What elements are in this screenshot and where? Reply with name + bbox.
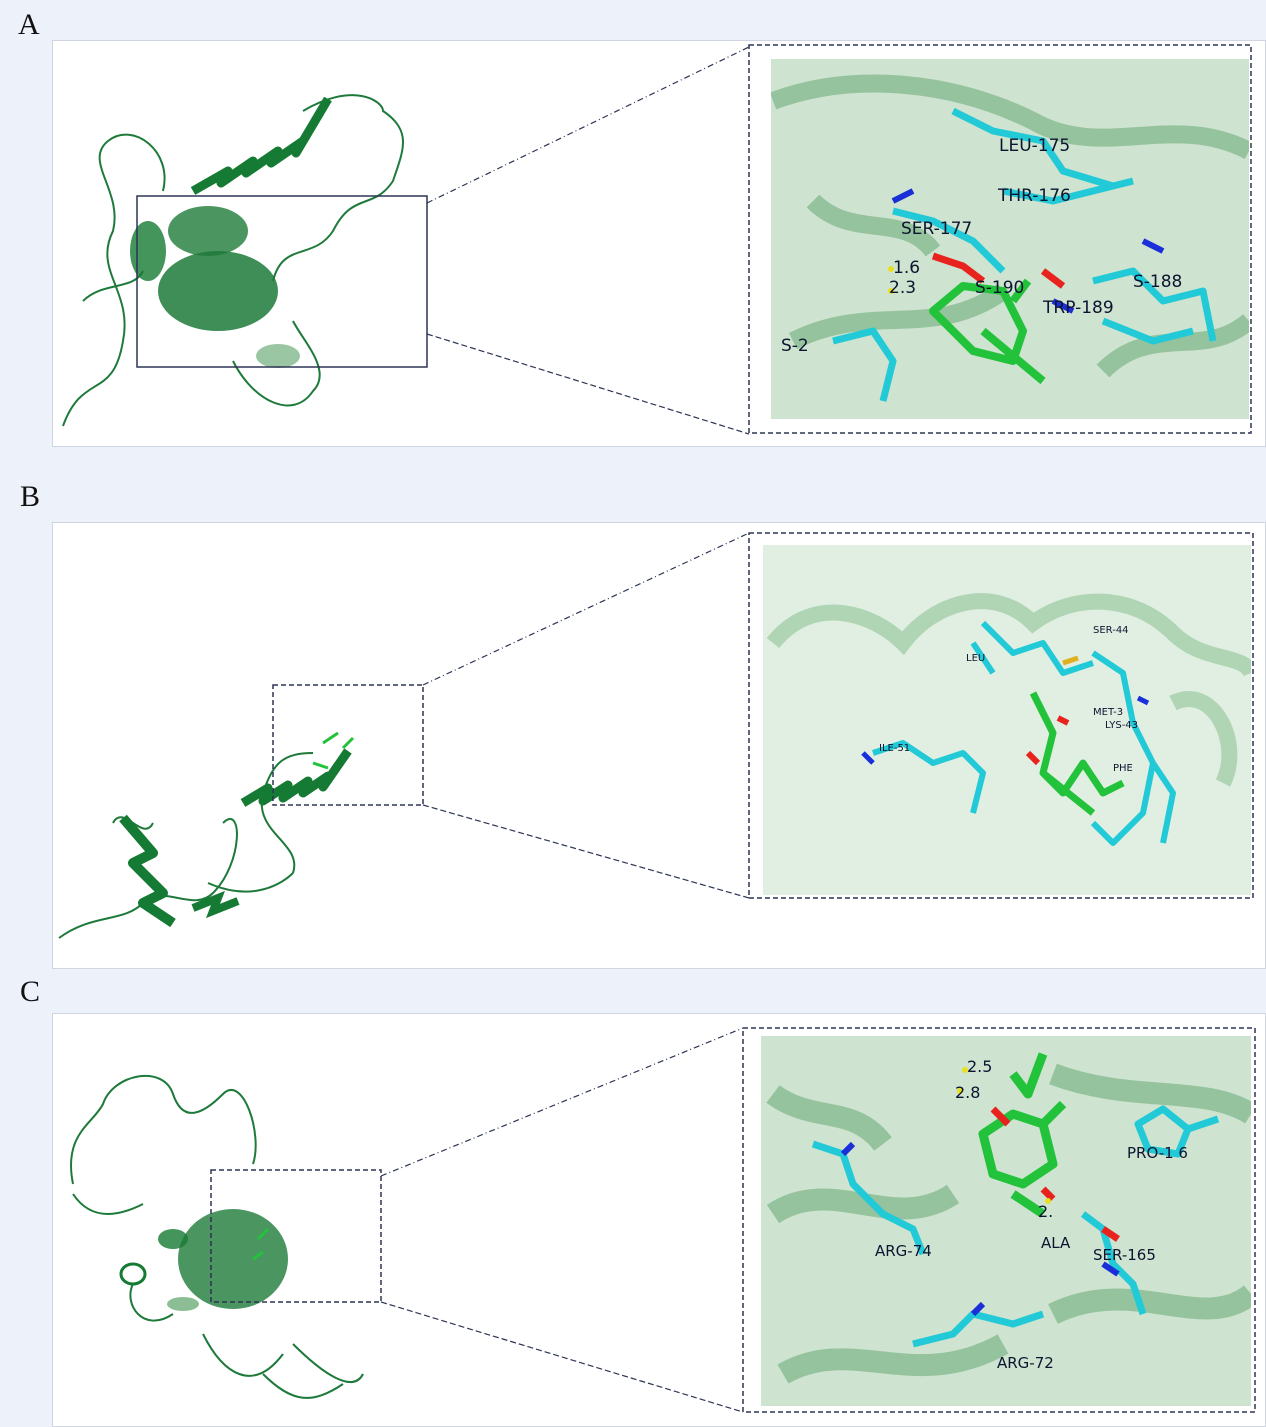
panel-c: 2.5 2.8 PRO-1 6 2. ALA SER-165 ARG-74 AR…: [52, 1013, 1266, 1427]
protein-overview-b: [58, 532, 1254, 939]
panel-b: LEU SER-44 MET-3 LYS-43 ILE-51 PHE: [52, 522, 1266, 969]
closeup-frame-c: [742, 1027, 1256, 1413]
panel-a: LEU-175 THR-176 SER-177 1.6 2.3 S-190 TR…: [52, 40, 1266, 447]
selection-box-c: [210, 1169, 382, 1303]
selection-box-b: [272, 684, 424, 806]
protein-overview-a: [62, 44, 1252, 435]
closeup-frame-b: [748, 532, 1254, 899]
panel-letter-a: A: [18, 8, 40, 41]
panel-letter-b: B: [20, 480, 41, 513]
selection-box-a: [136, 195, 428, 368]
closeup-frame-a: [748, 44, 1252, 434]
panel-letter-c: C: [20, 975, 41, 1008]
protein-overview-c: [70, 1027, 1256, 1413]
